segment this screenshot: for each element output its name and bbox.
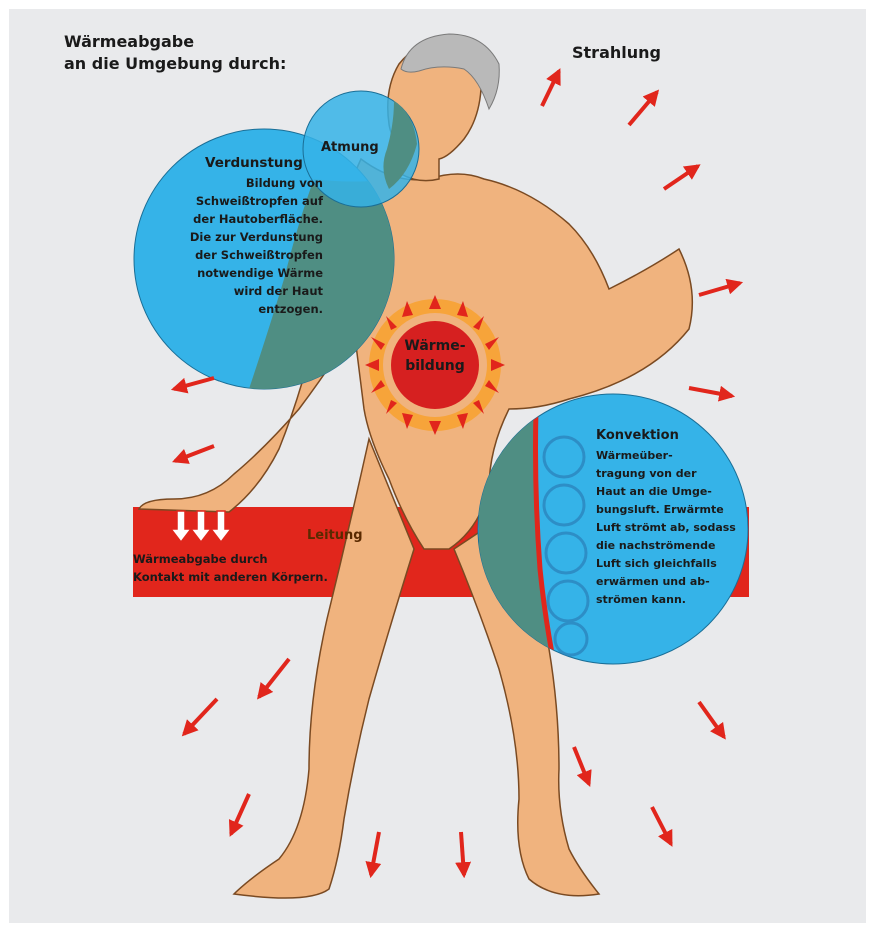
verdunstung-line: Bildung von — [149, 174, 323, 192]
konvektion-line: erwärmen und ab- — [596, 573, 756, 591]
verdunstung-line: entzogen. — [149, 300, 323, 318]
verdunstung-title: Verdunstung — [205, 155, 303, 171]
waermebildung-line-1: Wärme- — [385, 336, 485, 356]
konvektion-line: bungsluft. Erwärmte — [596, 501, 756, 519]
konvektion-line: Wärmeüber- — [596, 447, 756, 465]
strahlung-label: Strahlung — [572, 43, 661, 62]
konvektion-line: tragung von der — [596, 465, 756, 483]
konvektion-title: Konvektion — [596, 428, 679, 443]
leitung-title: Leitung — [307, 528, 363, 543]
konvektion-line: strömen kann. — [596, 591, 756, 609]
verdunstung-text: Bildung von Schweißtropfen auf der Hauto… — [149, 174, 323, 318]
verdunstung-line: Die zur Verdunstung — [149, 228, 323, 246]
verdunstung-line: Schweißtropfen auf — [149, 192, 323, 210]
verdunstung-line: wird der Haut — [149, 282, 323, 300]
diagram-title: Wärmeabgabe an die Umgebung durch: — [64, 31, 286, 75]
konvektion-line: die nachströmende — [596, 537, 756, 555]
leitung-arrows — [171, 511, 231, 542]
leitung-line: Wärmeabgabe durch — [133, 550, 328, 568]
leitung-text: Wärmeabgabe durch Kontakt mit anderen Kö… — [133, 550, 328, 586]
verdunstung-line: notwendige Wärme — [149, 264, 323, 282]
title-line-1: Wärmeabgabe — [64, 31, 286, 53]
verdunstung-line: der Schweißtropfen — [149, 246, 323, 264]
waermebildung-label: Wärme- bildung — [385, 336, 485, 376]
atmung-label: Atmung — [321, 140, 379, 155]
verdunstung-line: der Hautoberfläche. — [149, 210, 323, 228]
waermebildung-line-2: bildung — [385, 356, 485, 376]
title-line-2: an die Umgebung durch: — [64, 53, 286, 75]
konvektion-text: Wärmeüber- tragung von der Haut an die U… — [596, 447, 756, 609]
konvektion-line: Luft strömt ab, sodass — [596, 519, 756, 537]
diagram-frame: Wärmeabgabe an die Umgebung durch: Strah… — [9, 9, 866, 923]
leitung-line: Kontakt mit anderen Körpern. — [133, 568, 328, 586]
konvektion-line: Luft sich gleichfalls — [596, 555, 756, 573]
konvektion-line: Haut an die Umge- — [596, 483, 756, 501]
